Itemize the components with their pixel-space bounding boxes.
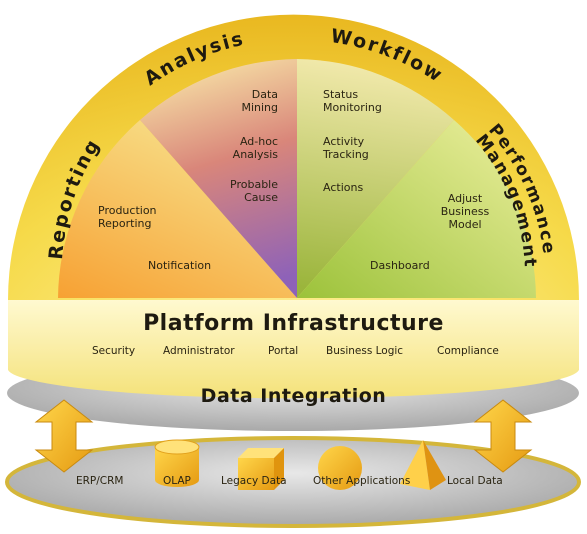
double-arrow-icon xyxy=(473,399,533,473)
source-legacy-data: Legacy Data xyxy=(221,475,287,487)
platform-item-business-logic: Business Logic xyxy=(326,345,404,357)
cube-icon xyxy=(238,448,284,490)
workflow-item-actions: Actions xyxy=(323,181,364,194)
source-other-applications: Other Applications xyxy=(313,475,411,487)
workflow-item-status: Status Monitoring xyxy=(323,88,382,114)
sector-analysis xyxy=(140,59,297,298)
analysis-item-adhoc: Ad-hoc Analysis xyxy=(232,135,278,161)
analysis-item-data-mining: Data Mining xyxy=(241,88,278,114)
platform-title: Platform Infrastructure xyxy=(143,311,444,336)
sector-performance xyxy=(297,120,536,298)
cylinder-icon xyxy=(154,439,200,487)
source-erp-crm: ERP/CRM xyxy=(76,475,124,487)
workflow-item-activity: Activity Tracking xyxy=(323,135,369,161)
base-disc xyxy=(5,436,581,528)
platform-item-portal: Portal xyxy=(268,345,299,357)
source-local-data: Local Data xyxy=(447,475,503,487)
platform-item-security: Security xyxy=(92,345,136,357)
performance-item-dashboard: Dashboard xyxy=(370,259,430,272)
platform-item-administrator: Administrator xyxy=(163,345,235,357)
analysis-item-probable-cause: Probable Cause xyxy=(230,178,278,204)
platform-item-compliance: Compliance xyxy=(437,345,499,357)
sphere-icon xyxy=(318,446,362,490)
source-olap: OLAP xyxy=(163,475,191,487)
pyramid-icon xyxy=(400,440,446,490)
integration-title: Data Integration xyxy=(200,385,387,407)
sector-reporting xyxy=(58,120,297,298)
reporting-item-notification: Notification xyxy=(148,259,212,272)
double-arrow-icon xyxy=(34,399,94,473)
sector-workflow xyxy=(297,59,454,298)
performance-item-adjust: Adjust Business Model xyxy=(440,192,490,231)
reporting-item-production: Production Reporting xyxy=(98,204,157,230)
platform-band xyxy=(8,300,579,399)
